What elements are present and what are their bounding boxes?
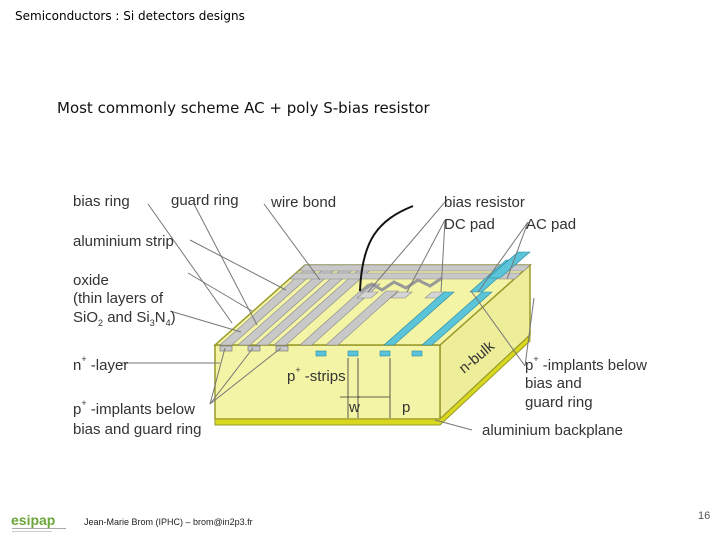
logo-wordmark: esipap [11,512,55,528]
p-strips-sup: + [295,365,300,375]
label-aluminium-strip: aluminium strip [73,233,174,250]
label-wire-bond: wire bond [270,194,336,211]
slide-subtitle: Most commonly scheme AC + poly S-bias re… [57,99,430,117]
si-detector-diagram: bias ring guard ring wire bond bias resi… [73,192,647,439]
n-layer-sup: + [81,354,86,364]
label-p-implants-left-2: bias and guard ring [73,421,201,438]
wire-bond [359,205,414,292]
label-oxide: oxide [73,272,109,289]
label-guard-ring: guard ring [171,192,239,209]
label-bias-resistor: bias resistor [444,194,525,211]
label-oxide-composition: SiO2 and Si3N4) [73,309,176,328]
oxide-close-paren: ) [171,309,176,326]
label-dc-pad: DC pad [444,216,495,233]
guard-ring-bars [289,264,531,280]
label-p-implants-right-2: bias and [525,375,582,392]
n-layer-main: n [73,357,81,374]
dc-pads [356,291,447,299]
label-p-strips: p+ -strips [287,365,346,385]
n-layer-rest: -layer [87,357,129,374]
ac-strips [383,251,531,346]
label-bias-ring: bias ring [73,193,130,210]
p-implants-right-main: p [525,357,533,374]
page-number: 16 [698,510,711,522]
label-ac-pad: AC pad [526,216,576,233]
label-p-implants-left-1: p+ -implants below [73,398,195,418]
label-p-implants-right-3: guard ring [525,394,593,411]
esipap-logo: esipap [11,512,66,532]
oxide-sub-3: 3 [150,318,155,328]
label-w: w [348,399,360,416]
front-strip-pads [219,345,423,357]
slide-title: Semiconductors : Si detectors designs [15,9,245,23]
footer-author: Jean-Marie Brom (IPHC) – brom@in2p3.fr [84,517,253,527]
oxide-sio: SiO [73,309,98,326]
leader-lines [120,201,535,431]
oxide-and-si: and Si [103,309,150,326]
aluminium-backplane [214,333,531,426]
label-p: p [402,399,410,416]
oxide-sub-2: 2 [98,318,103,328]
p-strips-main: p [287,368,295,385]
p-implants-right-sup: + [533,354,538,364]
p-implants-left-sup: + [81,398,86,408]
label-oxide-thin-layers: (thin layers of [73,290,164,307]
oxide-n: N [155,309,166,326]
label-aluminium-backplane: aluminium backplane [482,422,623,439]
p-strips-rest: -strips [301,368,346,385]
p-implants-left-rest: -implants below [87,401,196,418]
label-n-layer: n+ -layer [73,354,128,374]
label-p-implants-right-1: p+ -implants below [525,354,647,374]
aluminium-strips [219,264,399,346]
p-implants-right-rest: -implants below [539,357,648,374]
p-implants-left-main: p [73,401,81,418]
dimension-lines [340,358,391,418]
oxide-sub-4: 4 [166,318,171,328]
